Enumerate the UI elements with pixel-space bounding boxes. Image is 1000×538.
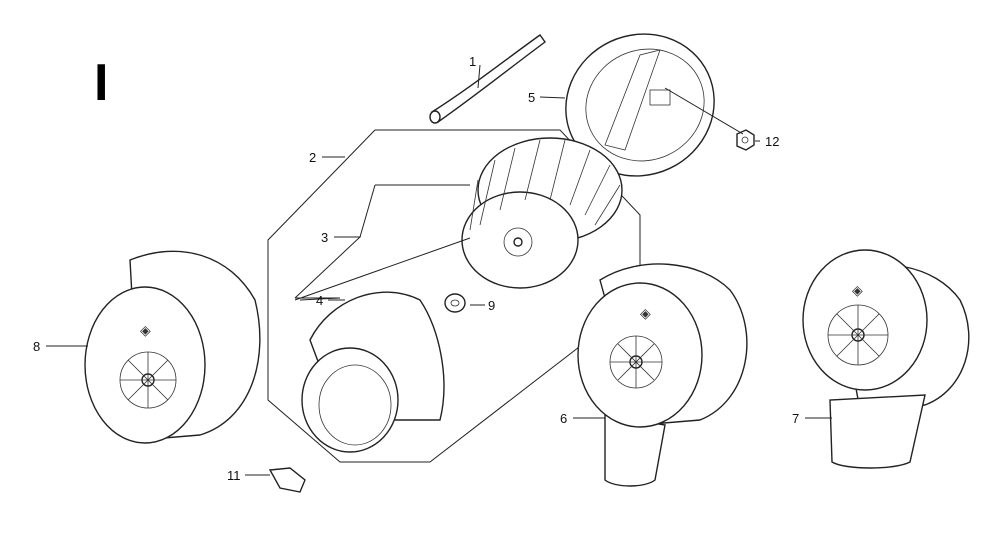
section-label: I bbox=[94, 54, 108, 112]
callout-11: 11 bbox=[227, 468, 241, 483]
callout-9: 9 bbox=[488, 298, 495, 313]
svg-text:◈: ◈ bbox=[140, 322, 151, 338]
part-6-cover-with-duct: ◈ bbox=[577, 263, 748, 487]
part-9-grommet bbox=[444, 293, 466, 313]
callout-7: 7 bbox=[792, 411, 799, 426]
callout-8: 8 bbox=[33, 339, 40, 354]
callout-5: 5 bbox=[528, 90, 535, 105]
callout-12: 12 bbox=[765, 134, 779, 149]
part-11-clip bbox=[268, 467, 306, 493]
callout-2: 2 bbox=[309, 150, 316, 165]
svg-text:◈: ◈ bbox=[852, 282, 863, 298]
part-3-filter-element bbox=[461, 137, 623, 289]
part-4-foam-element bbox=[301, 291, 445, 453]
part-8-cover: ◈ bbox=[84, 250, 261, 444]
part-1-tube bbox=[429, 34, 546, 124]
part-5-base-plate bbox=[565, 33, 715, 177]
callout-6: 6 bbox=[560, 411, 567, 426]
callout-3: 3 bbox=[321, 230, 328, 245]
callout-1: 1 bbox=[469, 54, 476, 69]
svg-text:◈: ◈ bbox=[640, 305, 651, 321]
part-12-nut bbox=[736, 129, 755, 151]
part-7-cover-with-duct: ◈ bbox=[802, 249, 970, 469]
callout-4: 4 bbox=[316, 293, 323, 308]
